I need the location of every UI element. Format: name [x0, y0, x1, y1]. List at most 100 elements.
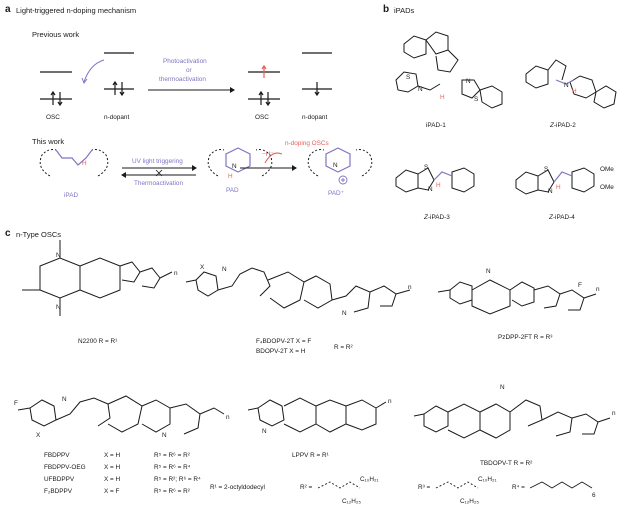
fbdopv-structure	[185, 267, 411, 313]
pzdpp-f-atom: F	[578, 282, 582, 289]
previous-work-heading: Previous work	[32, 30, 80, 39]
ipad-1-structure	[395, 31, 503, 109]
tbdopv-structure	[413, 399, 611, 439]
fbdppv-row-1-x: X = H	[104, 452, 121, 459]
r2-bottom-chain: C₁₂H₂₅	[342, 498, 361, 505]
ipad-1-n-atom: N	[418, 86, 423, 93]
fbdppv-row-4-name: F₂BDPPV	[44, 488, 73, 495]
fbdppv-row-3-name: UFBDPPV	[44, 476, 75, 483]
energy-levels-after	[248, 52, 332, 107]
transfer-arrow-curve	[83, 59, 105, 83]
energy-levels-before	[40, 52, 134, 107]
ipad-2-structure	[525, 59, 617, 109]
r4-definition: R⁴ =	[512, 484, 525, 491]
fbdopv-label-1: F₄BDOPV-2T X = F	[256, 338, 312, 345]
fbdppv-row-3-r: R⁵ = R²; R⁶ = R⁴	[154, 476, 201, 483]
n2200-top-n: N	[56, 252, 61, 259]
ipad-4-ome-1: OMe	[600, 166, 614, 173]
n-dopant-label: n-dopant	[104, 114, 130, 121]
fbdopv-label-2: BDOPV-2T X = H	[256, 348, 306, 355]
fbdopv-x-atom: X	[200, 264, 205, 271]
n2200-label: N2200 R = R¹	[78, 338, 118, 345]
panel-b-title: iPADs	[394, 6, 415, 15]
osc-after-label: OSC	[255, 114, 269, 121]
osc-label: OSC	[46, 114, 60, 121]
pzdpp-n-atom: N	[486, 268, 491, 275]
r3-top-chain: C₁₀H₂₁	[478, 476, 497, 483]
or-label: or	[186, 67, 192, 74]
fbdppv-f-atom: F	[14, 400, 18, 407]
ipad-label: iPAD	[64, 192, 79, 199]
ipad-2-n-atom: N	[564, 82, 569, 89]
fbdppv-row-1-r: R⁵ = R⁶ = R²	[154, 452, 190, 459]
n2200-bottom-n: N	[56, 304, 61, 311]
lppv-label: LPPV R = R¹	[292, 452, 329, 459]
uv-triggering-label: UV light triggering	[132, 158, 183, 165]
r1-definition: R¹ = 2-octyldodecyl	[210, 484, 265, 491]
tbdopv-n-sub: n	[612, 410, 616, 417]
fbdopv-n-atom: N	[222, 266, 227, 273]
r4-subscript: 6	[592, 492, 596, 499]
lppv-structure	[247, 397, 387, 433]
ipad-4-ome-2: OMe	[600, 184, 614, 191]
pzdpp-label: PzDPP-2FT R = R³	[498, 334, 553, 341]
ipad-4-n-atom: N	[548, 188, 553, 195]
ipad-1-n2-atom: N	[466, 78, 471, 85]
ipad-1-s-atom: S	[406, 74, 411, 81]
r2-top-chain: C₁₀H₂₁	[360, 476, 379, 483]
panel-a-letter: a	[5, 4, 11, 15]
panel-c-title: n-Type OSCs	[16, 230, 62, 239]
ipad-3-name: Z-iPAD-3	[424, 214, 450, 221]
fbdppv-row-3-x: X = H	[104, 476, 121, 483]
pzdpp-n-sub: n	[596, 286, 600, 293]
pad-plus-n-atom: N	[333, 162, 338, 169]
fbdppv-n2-atom: N	[162, 432, 167, 439]
panel-a-title: Light-triggered n-doping mechanism	[16, 6, 137, 15]
thermoactivation-label-2: Thermoactivation	[134, 180, 184, 187]
ipad-3-n-atom: N	[428, 186, 433, 193]
ipad-3-structure	[395, 167, 475, 193]
r3-definition: R³ =	[418, 484, 431, 491]
ipad-structure	[39, 149, 109, 177]
this-work-heading: This work	[32, 137, 65, 146]
n2200-n-sub: n	[174, 270, 178, 277]
pad-structure	[207, 149, 273, 177]
tbdopv-label: TBDOPV-T R = R²	[480, 460, 533, 467]
fbdopv-n2-atom: N	[342, 310, 347, 317]
fbdppv-row-2-x: X = H	[104, 464, 121, 471]
fbdppv-row-2-name: FBDPPV-OEG	[44, 464, 86, 471]
ipad-2-h-atom: H	[572, 88, 577, 95]
ipad-4-h-atom: H	[556, 184, 561, 191]
fbdppv-n-sub: n	[226, 414, 230, 421]
ipad-3-h-atom: H	[436, 182, 441, 189]
panel-b-letter: b	[383, 4, 390, 15]
panel-c-letter: c	[5, 228, 11, 239]
pad-plus-label: PAD⁺	[328, 190, 345, 197]
pad-h-atom: H	[228, 173, 233, 180]
r2-definition: R² =	[300, 484, 313, 491]
r-group-chains	[317, 481, 593, 489]
pad-n-atom: N	[232, 163, 237, 170]
h-atom-label: H	[82, 160, 87, 167]
lppv-n-sub: n	[388, 398, 392, 405]
ipad-1-s2-atom: S	[474, 96, 479, 103]
pad-label: PAD	[226, 187, 239, 194]
fbdppv-row-4-r: R⁵ = R⁶ = R²	[154, 488, 190, 495]
fbdppv-row-1-name: FBDPPV	[44, 452, 70, 459]
pad-plus-structure	[307, 149, 373, 177]
lppv-n-atom: N	[262, 428, 267, 435]
h-minus-label: −H⁻	[262, 151, 274, 158]
ipad-1-h-atom: H	[440, 94, 445, 101]
fbdppv-structure	[17, 395, 225, 435]
ipad-4-s-atom: S	[544, 166, 549, 173]
fbdppv-row-4-x: X = F	[104, 488, 120, 495]
n-dopant-after-label: n-dopant	[302, 114, 328, 121]
n-doping-oscs-label: n-doping OSCs	[285, 140, 329, 147]
fbdopv-n-sub: n	[408, 284, 412, 291]
thermoactivation-label: thermoactivation	[159, 76, 206, 83]
n2200-structure	[22, 240, 173, 316]
fbdppv-n-atom: N	[62, 396, 67, 403]
pzdpp-structure	[437, 279, 597, 315]
fbdppv-x-atom: X	[36, 432, 41, 439]
